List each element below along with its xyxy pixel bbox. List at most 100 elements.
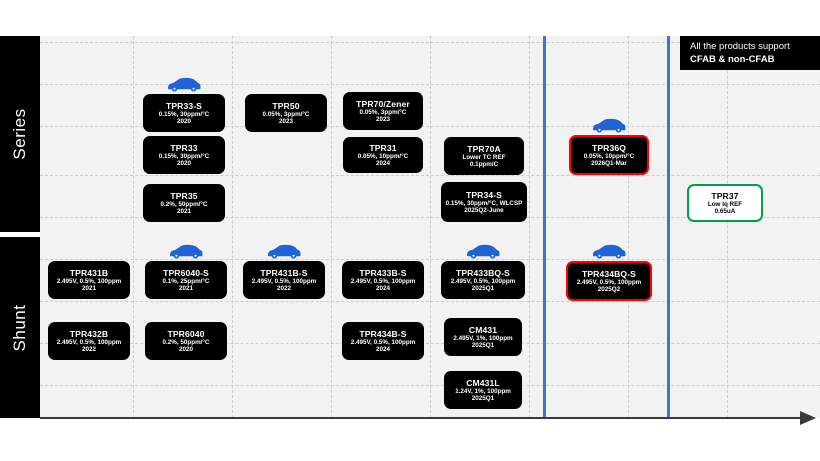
product-availability: 2024 [375,346,390,354]
category-band-series: Series [0,36,40,232]
product-availability: 2021 [178,285,193,293]
product-availability: 2021 [81,285,96,293]
category-label-shunt: Shunt [10,304,29,351]
product-availability: 2020 [176,160,191,168]
product-spec: 0.05%, 10ppm/°C [583,152,635,160]
product-availability: 2025Q1 [471,285,495,293]
product-name: TPR433BQ-S [455,267,510,278]
product-name: TPR433B-S [359,267,407,278]
gridline-horizontal-8 [40,385,820,386]
product-spec: 0.1%, 25ppm/°C [162,277,210,285]
product-availability: 0.1ppm/C [469,161,499,169]
product-name: TPR50 [272,100,300,111]
product-spec: 1.24V, 1%, 100ppm [455,387,511,395]
product-spec: 2.495V, 0.5%, 100ppm [56,277,122,285]
product-availability: 2022 [81,346,96,354]
product-spec: 2.495V, 0.5%, 100ppm [251,277,317,285]
automotive-car-icon [466,244,500,259]
automotive-car-icon [592,244,626,259]
product-name: TPR6040 [167,328,205,339]
category-label-series: Series [10,108,29,160]
gridline-horizontal-5 [40,259,820,260]
product-availability: 2026Q1-Mar [591,160,627,168]
product-name: TPR31 [369,142,397,153]
product-spec: 0.2%, 50ppm/°C [160,200,208,208]
product-name: TPR70/Zener [356,98,410,109]
automotive-car-icon [167,77,201,92]
product-name: TPR431B [69,267,109,278]
product-availability: 2025Q2-June [464,207,504,215]
product-spec: 0.05%, 3ppm/°C [262,110,310,118]
product-availability: 2020 [178,346,193,354]
product-availability: 2020 [176,118,191,126]
gridline-horizontal-4 [40,217,820,218]
automotive-car-icon [169,244,203,259]
product-spec: 2.495V, 0.5%, 100ppm [576,278,642,286]
automotive-car-icon [592,118,626,133]
milestone-marker-0 [543,36,546,418]
product-availability: 2025Q1 [471,342,495,350]
product-spec: 2.495V, 1%, 100ppm [453,334,513,342]
gridline-vertical-6 [727,36,728,418]
product-name: TPR434B-S [359,328,407,339]
product-spec: 0.15%, 30ppm/°C, WLCSP [445,199,523,207]
cfab-note-line2: CFAB & non-CFAB [690,53,775,65]
product-availability: 2023 [278,118,293,126]
product-name: TPR36Q [591,142,627,153]
product-availability: 2024 [375,160,390,168]
automotive-car-icon [267,244,301,259]
product-spec: Low Iq REF [707,200,743,208]
product-name: TPR6040-S [163,267,209,278]
product-spec: 0.15%, 30ppm/°C [158,110,210,118]
gridline-horizontal-0 [40,42,820,43]
cfab-note-banner: All the products support CFAB & non-CFAB [680,36,820,70]
milestone-marker-1 [667,36,670,418]
product-spec: 2.495V, 0.5%, 100ppm [56,338,122,346]
product-name: TPR34-S [465,189,503,200]
product-spec: 0.05%, 10ppm/°C [357,152,409,160]
gridline-horizontal-1 [40,84,820,85]
product-availability: 2025Q2 [597,286,621,294]
product-name: TPR35 [170,190,198,201]
gridline-vertical-3 [430,36,431,418]
gridline-vertical-2 [331,36,332,418]
product-availability: 2022 [276,285,291,293]
product-spec: 2.495V, 0.5%, 100ppm [350,338,416,346]
gridline-vertical-5 [628,36,629,418]
product-spec: 0.05%, 3ppm/°C [359,108,407,116]
product-name: TPR431B-S [260,267,308,278]
product-name: TPR70A [467,143,501,154]
product-spec: 0.2%, 50ppm/°C [162,338,210,346]
product-availability: 0.65uA [714,208,736,216]
gridline-vertical-1 [232,36,233,418]
cfab-note-line1: All the products support [690,41,790,52]
product-spec: 2.495V, 0.5%, 100ppm [350,277,416,285]
gridline-vertical-0 [133,36,134,418]
product-spec: Lower TC REF [462,153,506,161]
gridline-horizontal-2 [40,126,820,127]
gridline-vertical-4 [529,36,530,418]
product-availability: 2021 [176,208,191,216]
